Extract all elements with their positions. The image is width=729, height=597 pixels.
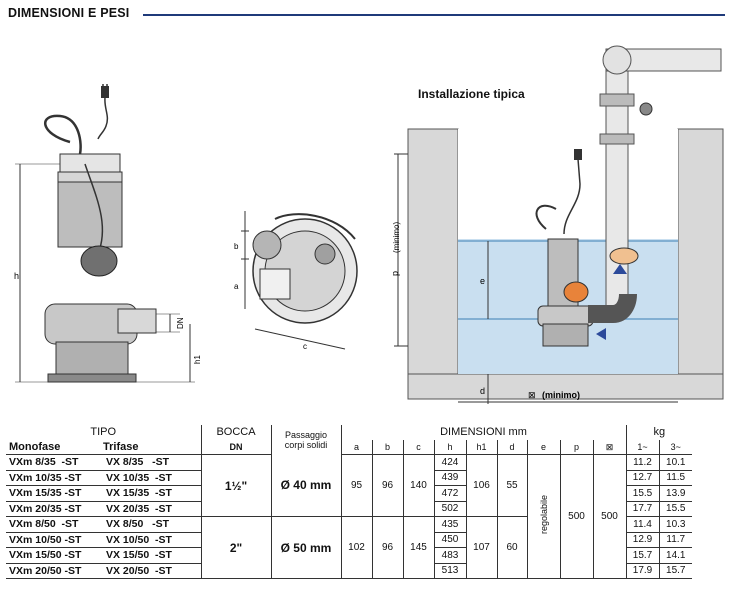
bocca-value: 1½" (200, 454, 271, 517)
col-kg3: 3~ (658, 439, 692, 455)
dim-c-label: c (303, 342, 307, 351)
section-header: DIMENSIONI E PESI (0, 0, 729, 24)
dim-width-label: (minimo) (542, 390, 580, 400)
table-row: VXm 10/35 -ST VX 10/35 -ST 439 12.7 11.5 (6, 470, 692, 486)
col-e: e (526, 439, 560, 455)
dim-h-label: h (14, 271, 19, 281)
col-tipo: TIPO (90, 426, 117, 439)
dim-p-label: p (390, 271, 400, 276)
col-dn: DN (200, 439, 271, 455)
dim-a-label: a (234, 282, 239, 291)
dim-p-min-label: (minimo) (392, 222, 401, 253)
section-title: DIMENSIONI E PESI (8, 6, 130, 20)
dim-b-label: b (234, 242, 239, 251)
col-d: d (496, 439, 527, 455)
col-h: h (433, 439, 466, 455)
col-c: c (402, 439, 434, 455)
dim-d-label: d (480, 386, 485, 396)
table-row: VXm 8/35 -ST VX 8/35 -ST 1½" Ø 40 mm 95 … (6, 454, 692, 579)
col-dimensioni: DIMENSIONI mm (340, 425, 626, 440)
table-row: VXm 15/50 -ST VX 15/50 -ST 483 15.7 14.1 (6, 547, 692, 564)
table-row: VXm 10/50 -ST VX 10/50 -ST 450 12.9 11.7 (6, 532, 692, 548)
dim-width-symbol: ⊠ (528, 390, 536, 400)
col-trifase: Trifase (103, 439, 201, 455)
col-b: b (371, 439, 403, 455)
w-value: 500 (592, 454, 626, 579)
col-w: ⊠ (592, 439, 626, 455)
dim-h1-label: h1 (193, 355, 200, 364)
table-row: VXm 20/35 -ST VX 20/35 -ST 502 17.7 15.5 (6, 501, 692, 517)
drawings-area: h DN h1 b a c Installazione tipica (0, 24, 729, 414)
header-rule (143, 14, 725, 16)
col-h1: h1 (465, 439, 497, 455)
table-row: VXm 8/50 -ST VX 8/50 -ST 2" Ø 50 mm 102 … (6, 516, 692, 579)
dim-e-label: e (480, 276, 485, 286)
dim-dn-label: DN (176, 317, 185, 329)
col-monofase: Monofase (6, 439, 103, 455)
passaggio-value: Ø 50 mm (270, 516, 341, 579)
pump-side-drawing: h DN h1 (14, 84, 200, 383)
passaggio-value: Ø 40 mm (270, 454, 341, 517)
p-value: 500 (559, 454, 593, 579)
table-row: VXm 15/35 -ST VX 15/35 -ST 472 15.5 13.9 (6, 485, 692, 502)
col-kg1: 1~ (625, 439, 659, 455)
table-row: VXm 20/50 -ST VX 20/50 -ST 513 17.9 15.7 (6, 563, 692, 579)
pump-top-drawing: b a c (234, 211, 358, 351)
bocca-value: 2" (200, 516, 271, 579)
col-kg: kg (625, 425, 692, 440)
installation-title: Installazione tipica (418, 87, 525, 101)
col-a: a (340, 439, 372, 455)
e-value: regolabile (526, 454, 560, 579)
installation-drawing: p (minimo) e d ⊠ (minimo) (390, 45, 724, 404)
col-p: p (559, 439, 593, 455)
col-bocca: BOCCA (200, 425, 271, 440)
